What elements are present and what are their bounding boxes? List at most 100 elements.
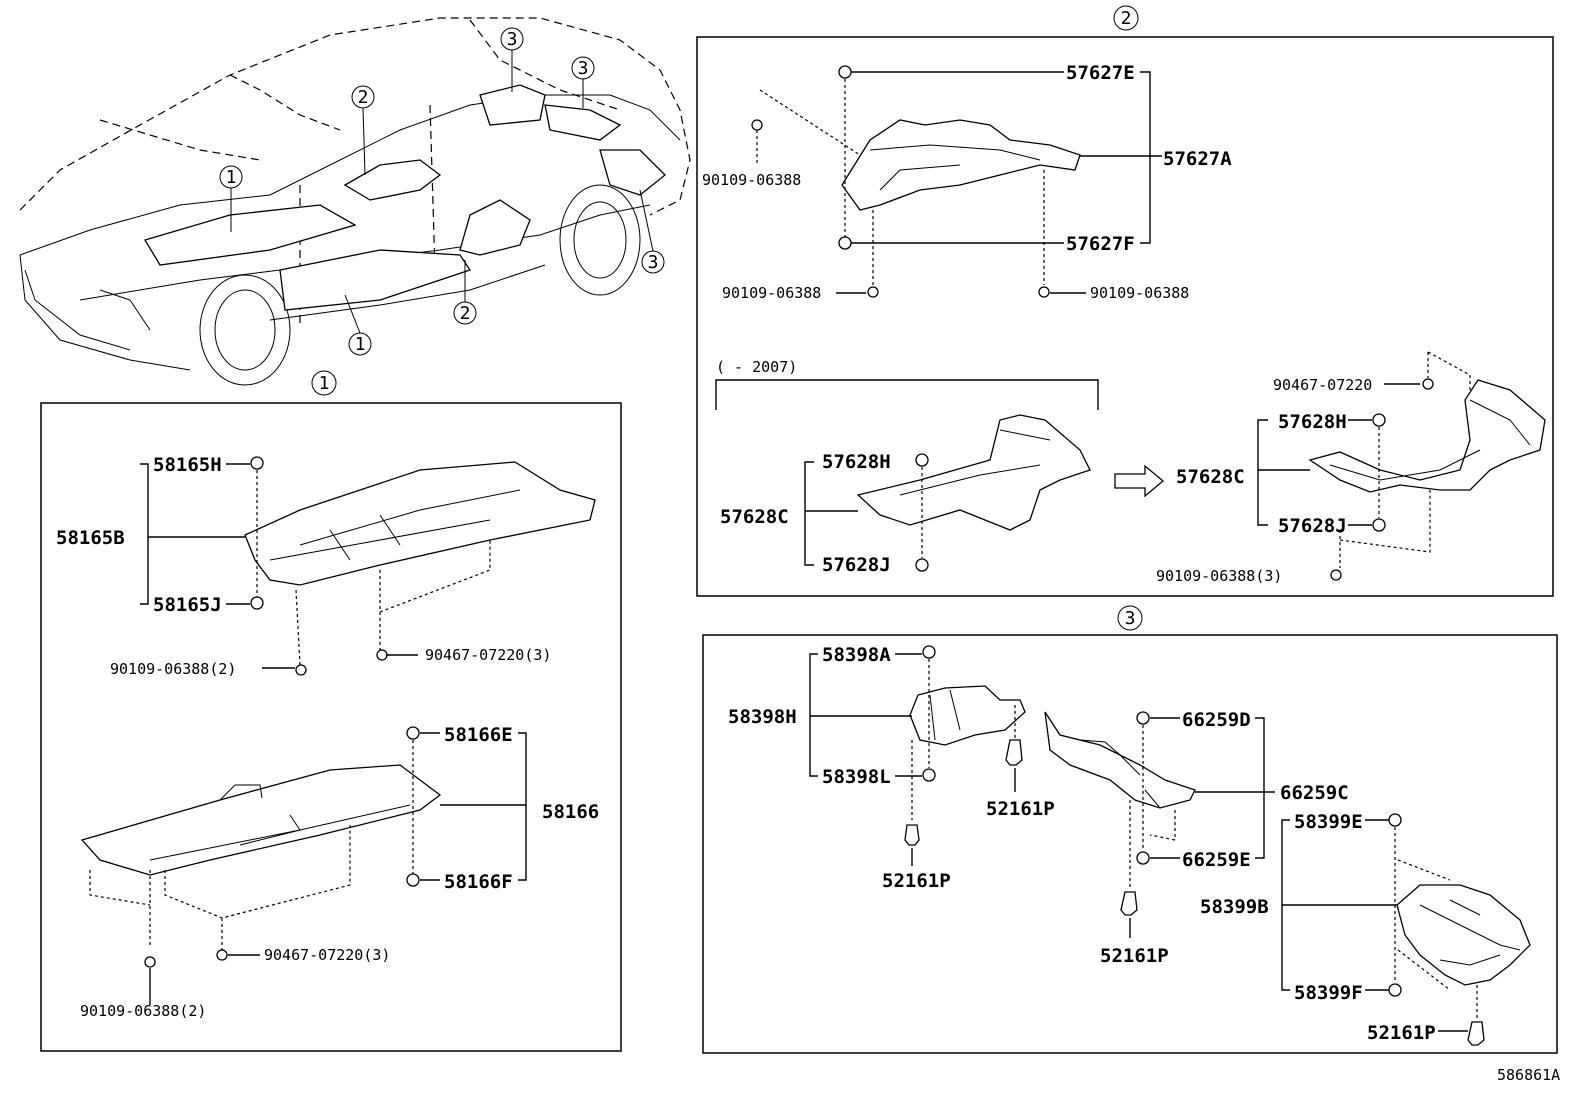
clip-57628J-new <box>1372 518 1386 532</box>
clip-57628J-old <box>915 558 929 572</box>
clip-66259D <box>1136 711 1150 725</box>
label-58398A: 58398A <box>822 644 891 666</box>
overview-callout-1a: 1 <box>226 167 237 188</box>
overview-callout-1b: 1 <box>355 334 366 355</box>
label-58165H: 58165H <box>153 454 222 476</box>
cover-57627A <box>841 119 1081 211</box>
fastener-52161P-a <box>904 824 920 846</box>
label-66259C: 66259C <box>1280 782 1349 804</box>
label-66259D: 66259D <box>1182 709 1251 731</box>
label-57628J-old: 57628J <box>822 554 891 576</box>
screw-90467-07220-a <box>376 649 388 661</box>
label-57627F: 57627F <box>1066 233 1135 255</box>
overview-callout-2b: 2 <box>460 303 471 324</box>
label-57628H-old: 57628H <box>822 451 891 473</box>
label-52161P-c: 52161P <box>1100 945 1169 967</box>
label-52161P-d: 52161P <box>1367 1022 1436 1044</box>
label-58399E: 58399E <box>1294 811 1363 833</box>
clip-57628H-new <box>1372 413 1386 427</box>
label-90467-07220: 90467-07220 <box>1273 376 1372 394</box>
bolt-90109-06388-a <box>295 664 307 676</box>
section-3-number: 3 <box>1125 608 1136 629</box>
label-52161P-b: 52161P <box>986 798 1055 820</box>
vehicle-overview: 1 1 2 2 3 3 3 <box>19 17 691 386</box>
clip-57627F <box>838 236 852 250</box>
section-1-frame <box>40 402 622 1052</box>
cover-58398H <box>909 685 1026 746</box>
label-range-2007: ( - 2007) <box>716 358 797 376</box>
fastener-52161P-c <box>1120 891 1138 916</box>
bolt-90109-bottom-right <box>1038 286 1050 298</box>
label-90109-06388-bottom-right: 90109-06388 <box>1090 284 1189 302</box>
overview-part-rear-cover-b <box>544 104 622 141</box>
label-90467-07220-3b: 90467-07220(3) <box>264 946 390 964</box>
section-1: 1 58165H 58165B 58165J 90109-06388(2) 90… <box>40 370 622 1052</box>
bolt-90109-06388-b <box>144 956 156 968</box>
label-58166E: 58166E <box>444 724 513 746</box>
section-2-number: 2 <box>1121 8 1132 29</box>
clip-58399E <box>1388 813 1402 827</box>
fastener-52161P-d <box>1467 1021 1485 1046</box>
screw-90467-07220-b <box>216 949 228 961</box>
label-58399B: 58399B <box>1200 896 1269 918</box>
section-1-number: 1 <box>319 373 330 394</box>
section-2-frame <box>696 36 1554 597</box>
label-58165B: 58165B <box>56 527 125 549</box>
cover-58399B <box>1396 884 1531 986</box>
clip-57628H-old <box>915 453 929 467</box>
bolt-90109-06388-3 <box>1330 569 1342 581</box>
label-90109-06388-2b: 90109-06388(2) <box>80 1002 206 1020</box>
label-57628J-new: 57628J <box>1278 515 1347 537</box>
clip-58165J <box>250 596 264 610</box>
clip-58165H <box>250 456 264 470</box>
label-90109-06388-bottom-left: 90109-06388 <box>722 284 821 302</box>
label-57628C-old: 57628C <box>720 506 789 528</box>
section-3: 3 58398A 58398H 58398L 52161P 52161P 662… <box>702 605 1558 1054</box>
cover-57628C-new <box>1308 379 1546 493</box>
overview-part-rear-cover-a <box>479 84 546 126</box>
cover-57628C-old <box>856 414 1091 531</box>
label-57627A: 57627A <box>1163 148 1232 170</box>
clip-58166F <box>406 873 420 887</box>
clip-58399F <box>1388 983 1402 997</box>
label-58398H: 58398H <box>728 706 797 728</box>
overview-callout-3a: 3 <box>507 29 518 50</box>
screw-90467-07220 <box>1422 378 1434 390</box>
clip-57627E <box>838 65 852 79</box>
clip-58398L <box>922 768 936 782</box>
overview-part-front-under-cover <box>144 204 357 266</box>
label-58165J: 58165J <box>153 594 222 616</box>
clip-58166E <box>406 726 420 740</box>
overview-part-front-floor-cover <box>343 159 442 201</box>
bolt-90109-left <box>751 119 763 131</box>
label-90109-06388-2a: 90109-06388(2) <box>110 660 236 678</box>
under-cover-58165B <box>244 461 596 586</box>
label-57627E: 57627E <box>1066 62 1135 84</box>
clip-66259E <box>1136 851 1150 865</box>
label-57628C-new: 57628C <box>1176 466 1245 488</box>
bolt-90109-bottom-left <box>867 286 879 298</box>
overview-callout-3c: 3 <box>648 252 659 273</box>
label-58398L: 58398L <box>822 766 891 788</box>
label-58166F: 58166F <box>444 871 513 893</box>
supersession-arrow <box>1114 464 1165 498</box>
label-52161P-a: 52161P <box>882 870 951 892</box>
label-66259E: 66259E <box>1182 849 1251 871</box>
overview-callout-2a: 2 <box>358 87 369 108</box>
overview-part-rear-floor-cover <box>459 199 531 256</box>
label-58166: 58166 <box>542 801 599 823</box>
section-3-frame <box>702 634 1558 1054</box>
label-90109-06388-3: 90109-06388(3) <box>1156 567 1282 585</box>
fastener-52161P-b <box>1005 739 1023 766</box>
label-90109-06388-left: 90109-06388 <box>702 171 801 189</box>
label-57628H-new: 57628H <box>1278 411 1347 433</box>
section-2: 2 57627E 57627A 57627F 90109-06388 90109… <box>696 5 1554 597</box>
under-cover-58166 <box>80 764 442 876</box>
diagram-id: 586861A <box>1497 1066 1560 1084</box>
cover-66259C <box>1044 711 1196 809</box>
label-58399F: 58399F <box>1294 982 1363 1004</box>
overview-part-center-under-cover <box>279 249 472 311</box>
overview-part-rear-cover-c <box>599 149 666 196</box>
clip-58398A <box>922 645 936 659</box>
